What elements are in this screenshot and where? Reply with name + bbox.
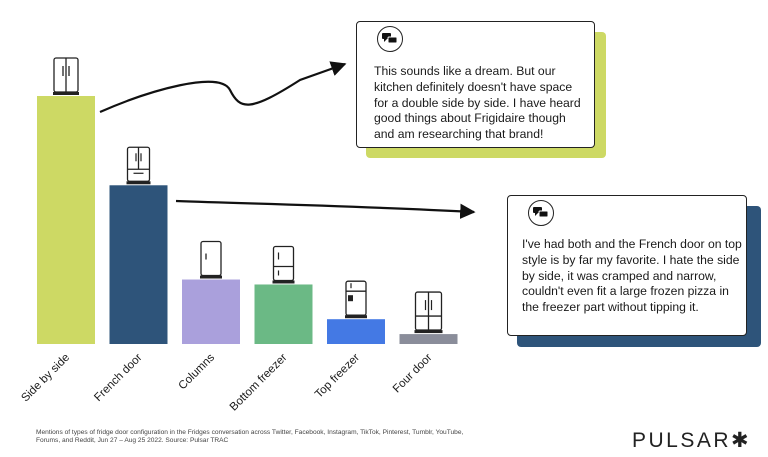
bottom-freezer-fridge-icon (272, 245, 295, 284)
bar-side-by-side (37, 96, 95, 344)
top-freezer-fridge-icon (345, 280, 367, 319)
quote-1-text: This sounds like a dream. But our kitche… (374, 64, 581, 142)
x-tick-label: French door (92, 352, 144, 404)
quote-card-2-box: I've had both and the French door on top… (507, 195, 747, 336)
x-tick-label: Columns (177, 351, 218, 392)
connector-arrow-side-by-side (99, 61, 347, 114)
footnote: Mentions of types of fridge door configu… (36, 429, 464, 445)
bar-four-door (399, 334, 458, 344)
pulsar-logo: PULSAR✱ (632, 429, 752, 452)
connector-arrow-french-door (175, 199, 476, 219)
quote-card-1: This sounds like a dream. But our kitche… (356, 21, 606, 159)
x-tick-label: Bottom freezer (228, 352, 290, 414)
side-by-side-fridge-icon (53, 57, 79, 95)
quote-card-1-box: This sounds like a dream. But our kitche… (356, 21, 595, 148)
quote-2-text: I've had both and the French door on top… (522, 237, 742, 315)
chat-bubbles-icon (377, 26, 403, 52)
bar-french-door (109, 185, 168, 344)
bar-top-freezer (327, 319, 385, 344)
bar-bottom-freezer (254, 284, 313, 344)
quote-card-2: I've had both and the French door on top… (507, 195, 762, 348)
four-door-fridge-icon (414, 291, 443, 334)
column-fridge-icon (200, 240, 222, 279)
chat-bubbles-icon (528, 200, 554, 226)
x-tick-label: Top freezer (313, 352, 362, 401)
x-tick-label: Side by side (19, 352, 72, 405)
bar-columns (182, 279, 240, 344)
x-tick-label: Four door (391, 352, 435, 396)
french-door-fridge-icon (126, 146, 151, 185)
